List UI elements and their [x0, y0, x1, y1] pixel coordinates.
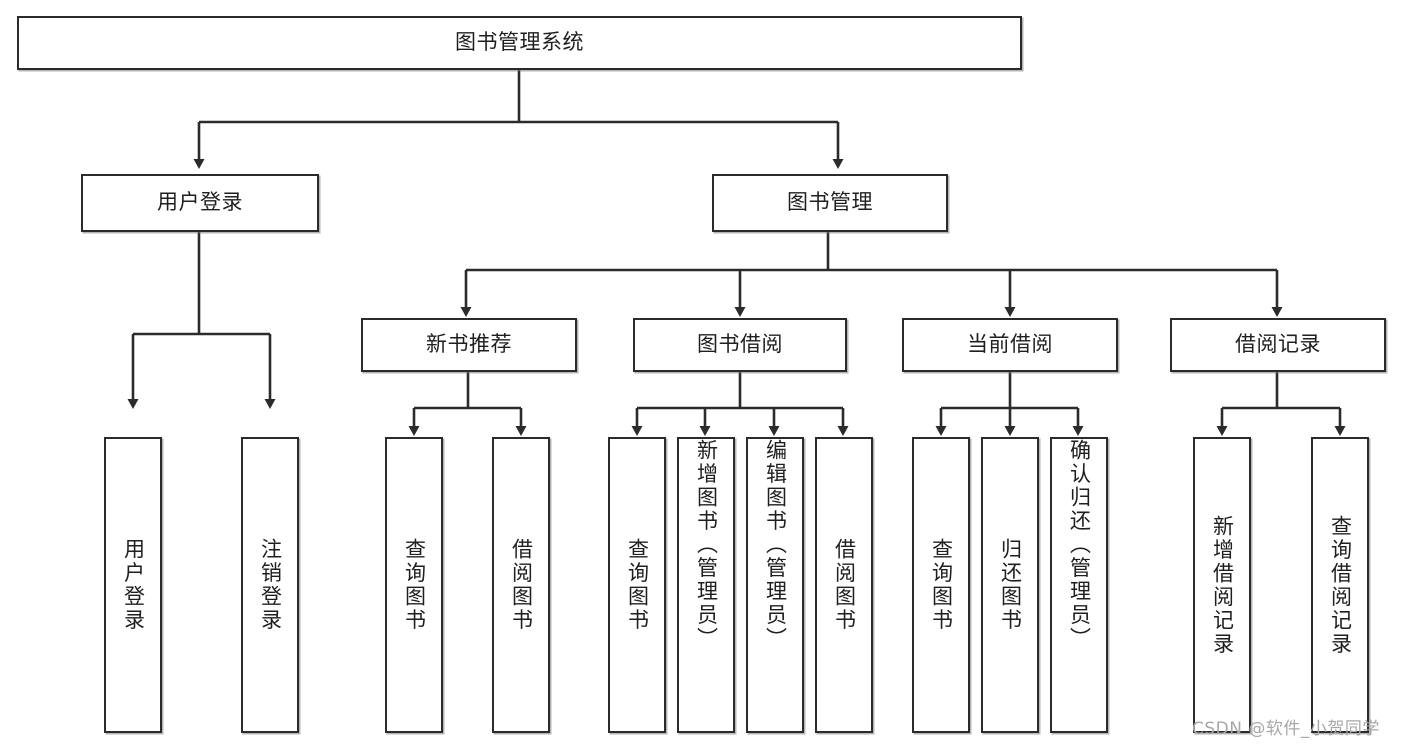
node-book-manage-label: 图书管理 — [787, 190, 873, 215]
leaf-query-book-3[interactable]: 查询图书 — [912, 437, 970, 733]
leaf-add-book-label: 新增图书（管理员） — [694, 439, 719, 651]
leaf-query-record-label: 查询借阅记录 — [1328, 514, 1353, 656]
leaf-borrow-book-1-label: 借阅图书 — [509, 538, 534, 632]
leaf-borrow-book-1[interactable]: 借阅图书 — [492, 437, 550, 733]
node-user-login[interactable]: 用户登录 — [81, 174, 319, 232]
node-book-borrow-label: 图书借阅 — [697, 332, 783, 357]
node-root-label: 图书管理系统 — [455, 30, 584, 55]
leaf-query-record[interactable]: 查询借阅记录 — [1311, 437, 1369, 733]
leaf-add-record-label: 新增借阅记录 — [1210, 514, 1235, 656]
node-current-borrow[interactable]: 当前借阅 — [902, 318, 1118, 372]
leaf-return-book[interactable]: 归还图书 — [981, 437, 1039, 733]
leaf-confirm-return-label: 确认归还（管理员） — [1067, 439, 1092, 651]
node-user-login-label: 用户登录 — [157, 190, 243, 215]
node-current-borrow-label: 当前借阅 — [967, 332, 1053, 357]
leaf-logout[interactable]: 注销登录 — [241, 437, 299, 733]
node-book-manage[interactable]: 图书管理 — [712, 174, 948, 232]
node-root[interactable]: 图书管理系统 — [17, 16, 1022, 70]
leaf-edit-book-label: 编辑图书（管理员） — [763, 439, 788, 651]
node-borrow-record-label: 借阅记录 — [1235, 332, 1321, 357]
node-new-book-rec[interactable]: 新书推荐 — [361, 318, 577, 372]
leaf-query-book-2-label: 查询图书 — [625, 538, 650, 632]
node-book-borrow[interactable]: 图书借阅 — [633, 318, 847, 372]
leaf-user-login-label: 用户登录 — [121, 538, 146, 632]
leaf-edit-book[interactable]: 编辑图书（管理员） — [746, 437, 804, 733]
leaf-user-login[interactable]: 用户登录 — [104, 437, 162, 733]
leaf-logout-label: 注销登录 — [258, 538, 283, 632]
leaf-query-book-3-label: 查询图书 — [929, 538, 954, 632]
leaf-borrow-book-2[interactable]: 借阅图书 — [815, 437, 873, 733]
leaf-query-book-2[interactable]: 查询图书 — [608, 437, 666, 733]
leaf-confirm-return[interactable]: 确认归还（管理员） — [1050, 437, 1108, 733]
leaf-add-record[interactable]: 新增借阅记录 — [1193, 437, 1251, 733]
leaf-return-book-label: 归还图书 — [998, 538, 1023, 632]
leaf-query-book-1-label: 查询图书 — [402, 538, 427, 632]
leaf-borrow-book-2-label: 借阅图书 — [832, 538, 857, 632]
node-new-book-rec-label: 新书推荐 — [426, 332, 512, 357]
node-borrow-record[interactable]: 借阅记录 — [1170, 318, 1386, 372]
csdn-watermark: CSDN @软件_小贺同学 — [1192, 719, 1380, 739]
leaf-add-book[interactable]: 新增图书（管理员） — [677, 437, 735, 733]
leaf-query-book-1[interactable]: 查询图书 — [385, 437, 443, 733]
